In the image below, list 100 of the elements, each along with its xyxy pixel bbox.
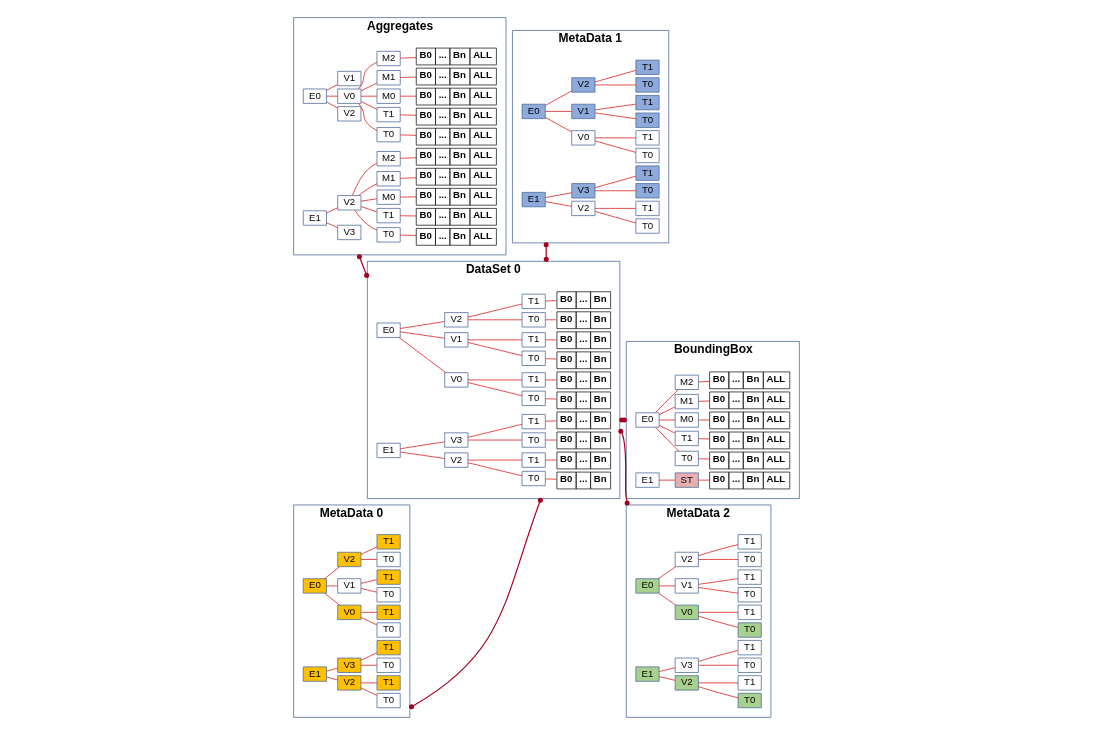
connector <box>698 559 739 560</box>
node-box: T0 <box>674 450 699 467</box>
node-box: T0 <box>376 692 401 709</box>
connector <box>399 57 417 59</box>
node-box: V3 <box>444 432 469 448</box>
node-box: M2 <box>376 50 401 67</box>
connector <box>655 427 680 452</box>
connector <box>360 617 378 626</box>
connector <box>399 157 417 159</box>
node-box: V0 <box>444 372 469 388</box>
node-box: V2 <box>444 452 469 468</box>
connector <box>399 196 417 198</box>
connector <box>658 566 677 580</box>
node-box: T1 <box>737 604 762 620</box>
connector <box>360 206 378 213</box>
connector <box>358 183 378 196</box>
node-box: T0 <box>376 127 401 143</box>
node-box: T1 <box>635 94 660 111</box>
connector <box>594 70 637 83</box>
node-box: V1 <box>674 578 699 594</box>
connector <box>399 321 445 329</box>
connector <box>354 209 378 231</box>
node-box: E0 <box>521 103 546 120</box>
node-box: V2 <box>337 106 362 122</box>
node-box: V3 <box>337 657 362 673</box>
node-box: V2 <box>444 312 469 328</box>
node-box: T1 <box>635 59 660 75</box>
connector <box>360 579 378 584</box>
connector <box>594 112 637 120</box>
node-box: T1 <box>521 452 546 468</box>
node-box: M2 <box>376 151 401 167</box>
node-box: M2 <box>674 374 699 390</box>
connector <box>399 234 417 236</box>
connector <box>399 331 445 339</box>
connector <box>545 192 573 198</box>
connector <box>545 90 573 106</box>
node-box: T0 <box>635 77 660 93</box>
connector <box>698 438 710 440</box>
node-box: M0 <box>674 412 699 428</box>
connector <box>360 559 378 560</box>
connector <box>467 382 523 397</box>
node-box: T1 <box>737 640 762 656</box>
node-box: T1 <box>635 200 660 216</box>
connector <box>698 650 739 662</box>
connector <box>698 578 739 585</box>
node-box: T0 <box>737 587 762 603</box>
node-box: T1 <box>376 208 401 224</box>
node-box: T0 <box>376 587 401 603</box>
connector <box>326 207 339 214</box>
node-box: E0 <box>635 412 660 428</box>
node-box: E1 <box>635 472 660 488</box>
node-box: T0 <box>376 551 401 568</box>
connector <box>360 82 378 92</box>
node-box: E0 <box>635 578 660 594</box>
node-box: T0 <box>521 390 546 406</box>
connector <box>324 592 340 606</box>
connector <box>358 103 378 131</box>
node-box: V3 <box>674 657 699 673</box>
connector <box>358 61 378 90</box>
node-box: T1 <box>635 130 660 146</box>
connector <box>360 101 378 110</box>
node-box: T0 <box>521 470 546 487</box>
node-box: V2 <box>337 675 362 691</box>
connector <box>399 76 417 78</box>
connector <box>360 652 378 661</box>
connector <box>360 198 378 202</box>
node-box: M0 <box>376 189 401 205</box>
node-box: V3 <box>337 224 362 241</box>
connector <box>399 114 417 116</box>
connector <box>658 667 676 672</box>
node-box: E1 <box>635 666 660 682</box>
node-box: T1 <box>635 165 660 181</box>
node-box: T1 <box>737 569 762 585</box>
node-box: V2 <box>674 675 699 691</box>
connector <box>467 342 523 357</box>
connector <box>360 588 378 593</box>
connector <box>545 300 557 302</box>
connector <box>698 544 739 557</box>
node-box: V1 <box>337 578 362 594</box>
connector <box>467 462 523 477</box>
connector <box>352 162 378 196</box>
connector <box>658 424 676 434</box>
node-box: V0 <box>337 88 362 104</box>
node-box: T0 <box>376 622 401 638</box>
connector <box>658 406 676 416</box>
connector <box>658 676 676 681</box>
node-box: T0 <box>635 112 660 128</box>
node-box: V1 <box>337 70 362 87</box>
connector <box>698 686 739 699</box>
node-box: T1 <box>376 107 401 123</box>
node-box: T1 <box>376 675 401 691</box>
node-box: T0 <box>737 551 762 568</box>
connector <box>594 175 637 189</box>
node-box: T0 <box>521 312 546 328</box>
node-box: T0 <box>521 350 546 366</box>
connector <box>467 339 523 341</box>
node-box: V2 <box>337 551 362 568</box>
connector <box>594 208 637 209</box>
node-box: M1 <box>376 70 401 86</box>
node-box: V0 <box>337 604 362 620</box>
